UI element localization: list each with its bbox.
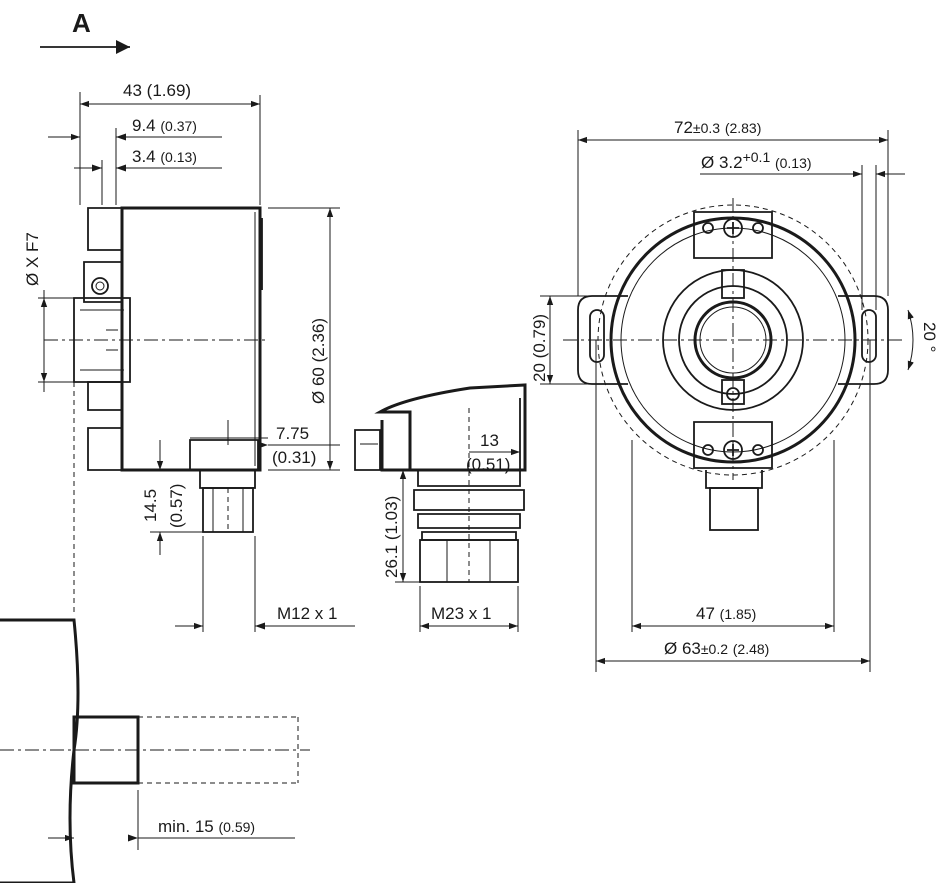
housing-body (120, 206, 262, 472)
dim-7-75-in: (0.31) (272, 448, 316, 467)
dim-47: 47 (1.85) (696, 604, 756, 623)
connector-m23-view: 13 (0.51) 26.1 (1.03) M23 x 1 (354, 383, 527, 632)
dim-3-4: 3.4 (0.13) (132, 147, 197, 166)
dim-26-1: 26.1 (1.03) (382, 496, 401, 578)
dim-14-5: 14.5 (141, 489, 160, 522)
dim-20: 20 (0.79) (530, 314, 549, 382)
dim-min-15: min. 15 (0.59) (158, 817, 255, 836)
dim-dia-60: Ø 60 (2.36) (309, 318, 328, 404)
dim-dia-63: Ø 63±0.2 (2.48) (664, 639, 769, 658)
front-connector (709, 487, 759, 531)
dim-m12: M12 x 1 (277, 604, 337, 623)
dim-7-75: 7.75 (276, 424, 309, 443)
dim-13: 13 (480, 431, 499, 450)
dim-angle-20: 20 ° (920, 322, 939, 352)
mounting-ear-left (577, 295, 628, 385)
connector-housing (189, 439, 259, 471)
dim-m23: M23 x 1 (431, 604, 491, 623)
dim-dia-3-2: Ø 3.2+0.1 (0.13) (701, 147, 812, 172)
side-view: 43 (1.69) 9.4 (0.37) 3.4 (0.13) Ø X F7 Ø… (23, 81, 355, 632)
front-view: 72±0.3 (2.83) Ø 3.2+0.1 (0.13) 20 (0.79)… (530, 118, 939, 672)
view-a-text: A (72, 8, 91, 38)
dim-43: 43 (1.69) (123, 81, 191, 100)
shaft-view: min. 15 (0.59) (0, 618, 310, 883)
shaft-collar (73, 297, 131, 383)
view-a-label: A (40, 8, 130, 54)
dim-dia-x-f7: Ø X F7 (23, 232, 42, 286)
clamp-bottom (693, 421, 773, 469)
clamp-top (693, 211, 773, 259)
dim-9-4: 9.4 (0.37) (132, 116, 197, 135)
machine-shaft-body (0, 618, 80, 883)
dim-13-in: (0.51) (466, 455, 510, 474)
dim-14-5-in: (0.57) (167, 484, 186, 528)
dim-72: 72±0.3 (2.83) (674, 118, 761, 137)
